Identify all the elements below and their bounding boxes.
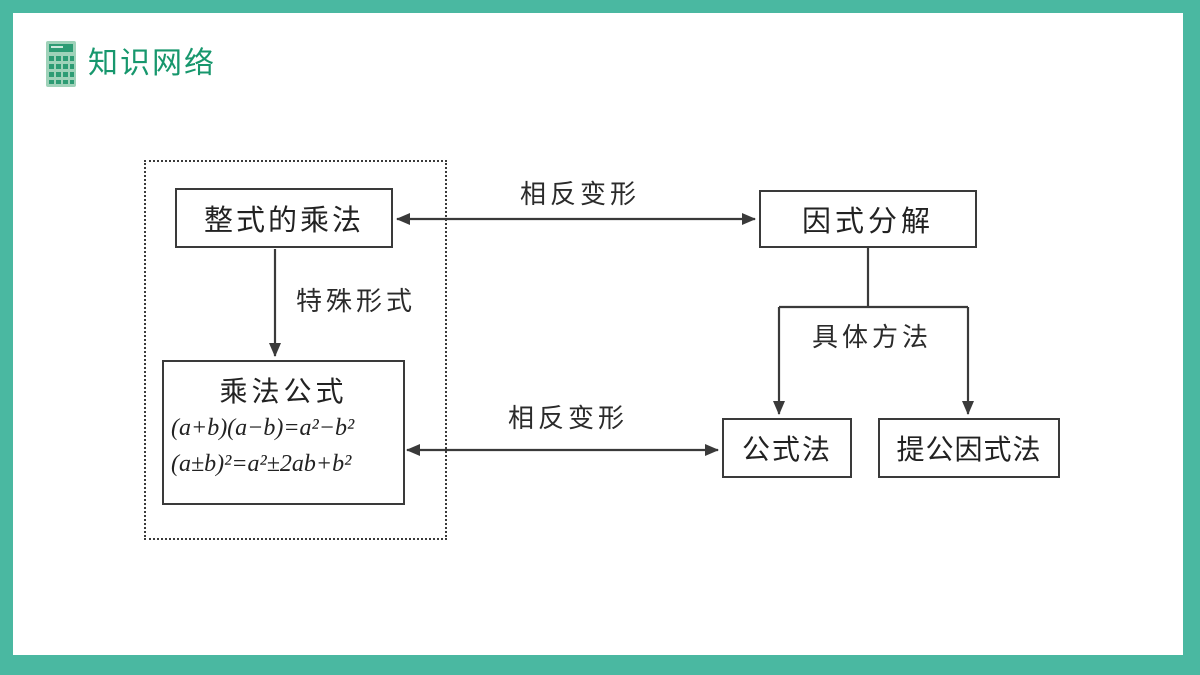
- connector-methods-branch: [779, 248, 968, 309]
- label-concrete-methods: 具体方法: [812, 323, 933, 352]
- node-common-factor-method: 提公因式法: [878, 418, 1060, 478]
- slide-background: [13, 13, 1183, 655]
- header: 知识网络: [46, 40, 216, 88]
- formula-difference-of-squares: (a+b)(a−b)=a²−b²: [171, 415, 355, 441]
- label-opposite-transform-top: 相反变形: [520, 180, 641, 209]
- calculator-icon: [46, 41, 76, 87]
- dashed-group-box: [144, 160, 447, 540]
- formula-perfect-square: (a±b)²=a²±2ab+b²: [171, 451, 352, 477]
- label-opposite-transform-bottom: 相反变形: [508, 404, 629, 433]
- node-factorization: 因式分解: [759, 190, 977, 248]
- page-title: 知识网络: [88, 47, 216, 80]
- node-formula-method: 公式法: [722, 418, 852, 478]
- label-special-form: 特殊形式: [296, 287, 417, 316]
- node-integer-multiplication: 整式的乘法: [175, 188, 393, 248]
- node-multiplication-formulas-title: 乘法公式: [219, 377, 348, 408]
- node-multiplication-formulas: 乘法公式 (a+b)(a−b)=a²−b² (a±b)²=a²±2ab+b²: [162, 360, 405, 505]
